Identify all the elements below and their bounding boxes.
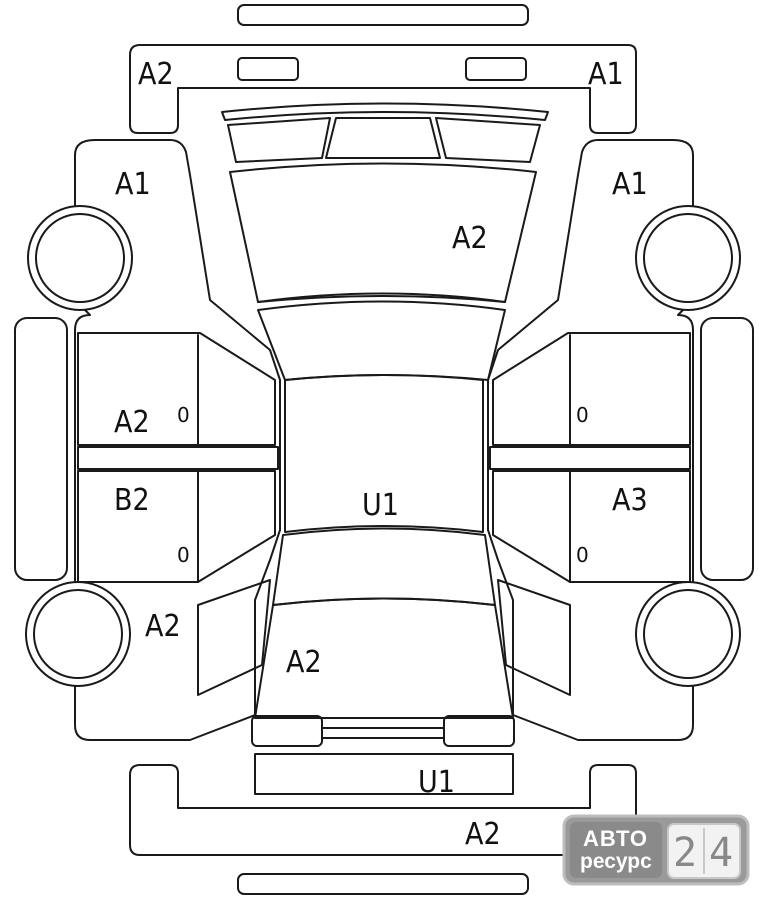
side-skirt-left (14, 317, 68, 581)
hood-lower-edge (257, 292, 506, 303)
quarter-rear-right (497, 579, 571, 696)
wheel-rear-right (635, 581, 741, 687)
handle-rear-left: 0 (177, 543, 190, 567)
label-fender-front-right: A1 (612, 167, 648, 202)
label-fender-front-left: A1 (115, 167, 151, 202)
sill-left (77, 446, 279, 470)
watermark-logo: АВТО ресурс 2 4 (562, 814, 750, 886)
taillight-right (443, 715, 515, 747)
rear-bar (237, 873, 529, 895)
label-door-rear-left: B2 (114, 483, 150, 518)
door-rear-left (77, 470, 276, 583)
watermark-line2: ресурс (580, 850, 652, 873)
label-rear-bumper: A2 (465, 817, 501, 852)
windshield-center-glass (325, 117, 441, 159)
label-trunk: A2 (286, 645, 322, 680)
headlight-right (465, 57, 527, 81)
handle-rear-right: 0 (576, 543, 589, 567)
label-door-front-left: A2 (114, 405, 150, 440)
rear-bumper (129, 764, 637, 856)
windshield-left-glass (227, 117, 331, 163)
handle-front-right: 0 (576, 403, 589, 427)
wheel-rear-left (25, 581, 131, 687)
body-outline (74, 139, 281, 741)
windshield-right-glass (435, 117, 541, 163)
hood-panel (229, 162, 537, 303)
wheel-front-left (27, 205, 133, 311)
quarter-rear-left (197, 579, 271, 696)
headlight-left (237, 57, 299, 81)
handle-front-left: 0 (177, 403, 190, 427)
cowl-panel (257, 300, 506, 381)
door-front-right (492, 332, 691, 446)
label-quarter-rear-left: A2 (145, 609, 181, 644)
label-hood: A2 (452, 221, 488, 256)
front-bar (237, 4, 529, 26)
sill-right (489, 446, 691, 470)
watermark-digit-2: 4 (709, 830, 733, 876)
label-rear-panel: U1 (418, 765, 455, 800)
trunk-panel (254, 597, 514, 719)
label-front-bumper-right: A1 (588, 57, 624, 92)
label-front-bumper-left: A2 (138, 57, 174, 92)
rear-panel (254, 753, 514, 795)
taillight-left (251, 715, 323, 747)
wheel-front-right (635, 205, 741, 311)
side-skirt-right (700, 317, 754, 581)
door-front-left (77, 332, 276, 446)
rear-glass (272, 527, 496, 606)
windshield-top-strip (221, 102, 549, 121)
watermark-digit-1: 2 (673, 830, 697, 876)
door-rear-right (492, 470, 691, 583)
watermark-line1: АВТО (583, 826, 648, 851)
label-roof: U1 (362, 488, 399, 523)
roof-panel (284, 374, 484, 533)
body-outline-right (487, 139, 694, 741)
label-door-rear-right: A3 (612, 483, 648, 518)
front-bumper (129, 44, 637, 134)
